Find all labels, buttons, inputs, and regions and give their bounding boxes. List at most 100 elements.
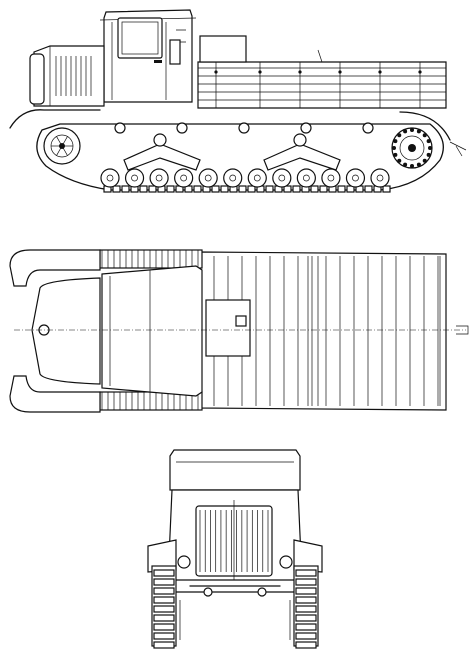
track-shoe: [364, 185, 373, 193]
front-track-shoe: [295, 596, 317, 604]
road-wheel: [149, 168, 169, 188]
return-roller: [362, 122, 374, 134]
sprocket-tooth: [393, 139, 398, 144]
track-shoe: [148, 185, 157, 193]
sprocket-tooth: [416, 162, 421, 167]
front-track-shoe: [295, 632, 317, 640]
front-track-shoe: [295, 614, 317, 622]
road-wheel: [223, 168, 243, 188]
front-track-shoe: [153, 623, 175, 631]
front-track-shoe: [153, 596, 175, 604]
road-wheel: [345, 168, 366, 188]
road-wheel-hub: [376, 174, 384, 182]
wheel-spoke: [61, 145, 68, 156]
road-wheel-hub: [327, 174, 335, 182]
bed-bolt: [258, 70, 262, 74]
bed-bolt: [378, 70, 382, 74]
cab-front: [169, 449, 301, 491]
sprocket-tooth: [426, 139, 431, 144]
front-track-shoe: [153, 632, 175, 640]
return-rollers: [114, 122, 374, 134]
track-left-plan: [99, 249, 203, 269]
plan-view: [9, 249, 469, 413]
cab-side: [99, 9, 197, 103]
track-shoe: [166, 185, 175, 193]
road-wheel: [247, 168, 267, 188]
track-shoes-front: [153, 569, 317, 649]
front-track-shoe: [295, 623, 317, 631]
road-wheel: [124, 168, 145, 188]
road-wheel: [174, 168, 194, 188]
road-wheel-hub: [131, 174, 138, 182]
sprocket-tooth: [416, 129, 421, 134]
track-shoe: [211, 185, 220, 193]
cargo-bed-side: [197, 35, 447, 109]
return-roller: [176, 122, 188, 134]
front-track-shoe: [295, 578, 317, 586]
bogie-front: [123, 133, 201, 171]
sprocket-tooth: [397, 133, 402, 138]
front-track-shoe: [153, 578, 175, 586]
bogie-rear: [263, 133, 341, 171]
track-shoe: [319, 185, 328, 193]
cargo-bed-stakes: [214, 62, 422, 108]
sprocket-tooth: [410, 128, 414, 132]
cargo-bed-slats: [198, 67, 446, 101]
sprocket-tooth: [410, 164, 414, 168]
wheel-spoke: [61, 136, 68, 147]
front-fenders-plan: [9, 249, 101, 287]
track-links-plan: [101, 250, 199, 410]
track-shoe: [292, 185, 301, 193]
road-wheel-hub: [106, 174, 114, 182]
road-wheel-hub: [352, 174, 359, 182]
bed-bolt: [418, 70, 422, 74]
track-shoe: [283, 185, 292, 193]
sprocket-tooth: [397, 158, 402, 163]
bed-bolt: [298, 70, 302, 74]
front-track-shoe: [295, 569, 317, 577]
front-track-shoe: [295, 587, 317, 595]
front-track-shoe: [295, 641, 317, 649]
track-shoe: [193, 185, 202, 193]
engine-hood-side: [29, 45, 105, 107]
front-fender: [9, 109, 101, 129]
return-roller: [238, 122, 250, 134]
road-wheel-hub: [253, 174, 261, 182]
hood-louvres: [55, 56, 92, 96]
track-shoe: [238, 185, 247, 193]
front-track-shoe: [153, 614, 175, 622]
track-shoe: [310, 185, 319, 193]
front-track-shoe: [153, 569, 175, 577]
sprocket-tooth: [403, 162, 408, 167]
road-wheel: [296, 168, 316, 188]
road-wheel: [321, 168, 341, 188]
track-shoes-side: [103, 185, 391, 193]
track-shoe: [382, 185, 391, 193]
track-shoe: [247, 185, 256, 193]
track-shoe: [121, 185, 130, 193]
hood-plan: [31, 277, 101, 385]
road-wheel-hub: [278, 174, 286, 182]
track-shoe: [337, 185, 346, 193]
return-roller: [114, 122, 126, 134]
sprocket-tooth: [403, 129, 408, 134]
radiator-bars: [199, 510, 269, 572]
track-shoe: [112, 185, 121, 193]
front-track-shoe: [153, 605, 175, 613]
sprocket-tooth: [422, 158, 427, 163]
road-wheel: [100, 168, 120, 188]
front-drive-wheel: [43, 127, 81, 165]
sprocket-tooth: [392, 146, 396, 150]
wheel-spoke: [56, 136, 63, 147]
road-wheel: [198, 168, 218, 188]
front-track-shoe: [153, 587, 175, 595]
front-track-shoe: [295, 605, 317, 613]
rear-fender: [399, 111, 451, 141]
sprocket-tooth: [422, 133, 427, 138]
road-wheel-hub: [303, 174, 310, 182]
cab-roof-plan: [101, 265, 203, 397]
road-wheel-hub: [155, 174, 163, 182]
bed-bolt: [214, 70, 218, 74]
